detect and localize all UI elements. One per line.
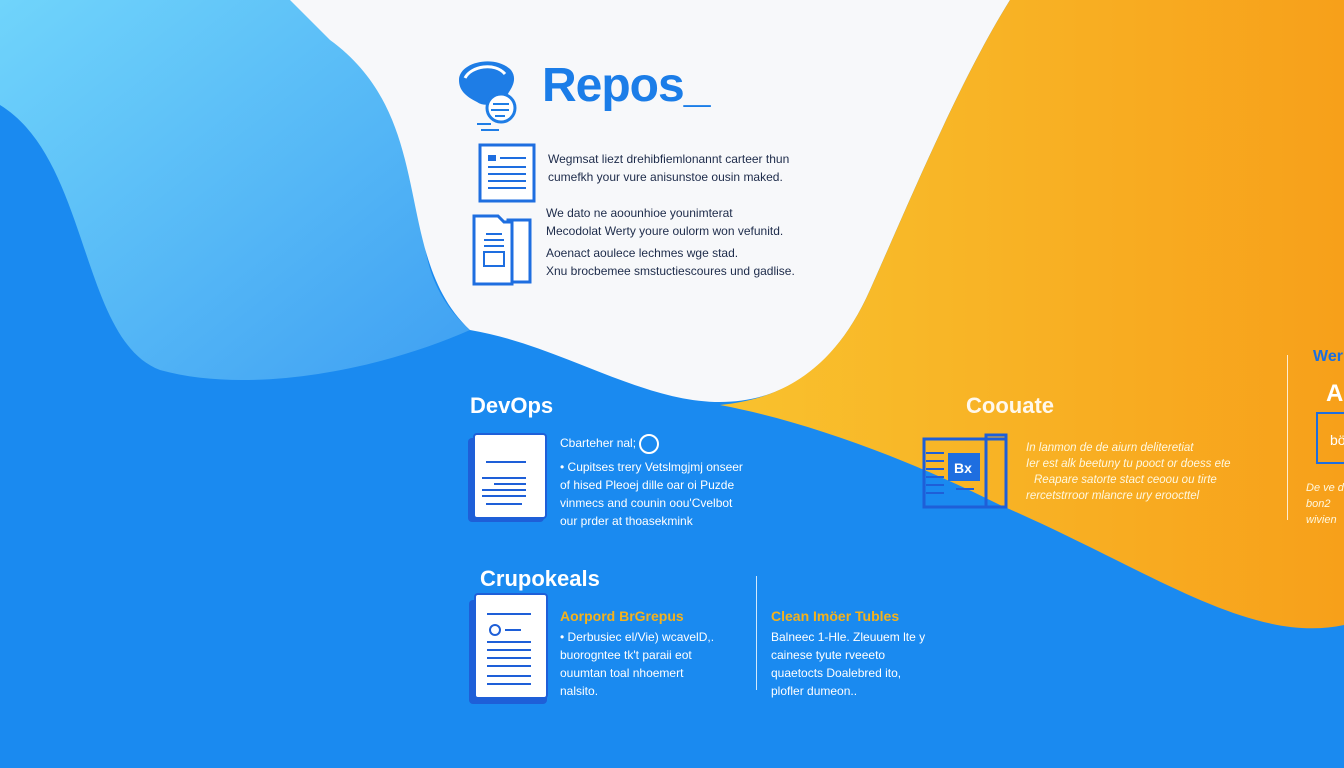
crupokeals-heading: Crupokeals <box>480 566 600 591</box>
text-line: nalsito. <box>560 684 599 698</box>
coouate-heading: Coouate <box>966 393 1054 418</box>
text-line: Ier est alk beetuny tu pooct or doess et… <box>1026 458 1231 470</box>
document-icon <box>478 143 538 210</box>
edge-box: bö <box>1316 412 1344 464</box>
text-line: Reapare satorte stact ceoou ou tirte <box>1034 474 1217 486</box>
card-title: Clean Imöer Tubles <box>771 608 900 624</box>
text-line: rercetstrroor mlancre ury eroocttel <box>1026 490 1200 502</box>
text-line: De ve d <box>1306 482 1344 494</box>
text-line: Aoenact aoulece lechmes wge stad. <box>546 246 739 260</box>
text-line: Balneec 1-Hle. Zleuuem lte y <box>771 630 926 644</box>
text-line: quaetocts Doalebred ito, <box>771 666 902 680</box>
text-line: In lanmon de de aiurn deliteretiat <box>1026 442 1194 454</box>
coouate-text: In lanmon de de aiurn deliteretiat Ier e… <box>1026 440 1231 504</box>
text-line: • Derbusiec el/Vie) wcavelD,. <box>560 630 715 644</box>
divider <box>1287 355 1288 520</box>
text-line: wivien <box>1306 514 1337 526</box>
text-line: • Cupitses trery Vetslmgjmj onseer <box>560 460 743 474</box>
edge-letter: A <box>1326 380 1344 407</box>
devops-text: Cbarteher nal; • Cupitses trery Vetslmgj… <box>560 434 743 530</box>
card-1: Aorpord BrGrepus • Derbusiec el/Vie) wca… <box>560 608 714 700</box>
logo-bowl-icon <box>455 52 525 137</box>
text-line: cainese tyute rveeeto <box>771 648 886 662</box>
text-line: buorogntee tk't paraii eot <box>560 648 692 662</box>
edge-text: De ve d bon2 wivien <box>1306 480 1344 528</box>
page-title: Repos_ <box>542 59 710 112</box>
text-line: cumefkh your vure anisunstoe ousin maked… <box>548 170 783 184</box>
circle-icon <box>639 434 660 454</box>
text-line: vinmecs and counin oou'Cvelbot <box>560 496 733 510</box>
text-line: plofler dumeon.. <box>771 684 858 698</box>
card-2: Clean Imöer Tubles Balneec 1-Hle. Zleuue… <box>771 608 925 700</box>
devops-subheading: Cbarteher nal; <box>560 436 637 451</box>
text-line: We dato ne aoounhioe younimterat <box>546 206 733 220</box>
intro-paragraph-2: We dato ne aoounhioe younimterat Mecodol… <box>546 204 795 280</box>
document-icon <box>467 592 551 713</box>
document-icon <box>466 432 550 529</box>
text-line: Mecodolat Werty youre oulorm won vefunit… <box>546 224 784 238</box>
text-line: bon2 <box>1306 498 1331 510</box>
text-line: of hised Pleoej dille oar oi Puzde <box>560 478 735 492</box>
svg-text:Bx: Bx <box>954 460 972 476</box>
folder-document-icon <box>472 210 534 293</box>
divider <box>756 576 757 690</box>
card-title: Aorpord BrGrepus <box>560 608 684 624</box>
edge-heading: Wer <box>1313 348 1343 365</box>
text-line: our prder at thoasekmink <box>560 514 693 528</box>
devops-heading: DevOps <box>470 393 554 418</box>
text-line: Xnu brocbemee smstuctiescoures und gadli… <box>546 264 795 278</box>
browser-window-icon: Bx <box>922 433 1010 516</box>
text-line: ouumtan toal nhoemert <box>560 666 684 680</box>
intro-paragraph-1: Wegmsat liezt drehibfiemlonannt carteer … <box>548 150 789 186</box>
text-line: Wegmsat liezt drehibfiemlonannt carteer … <box>548 152 790 166</box>
